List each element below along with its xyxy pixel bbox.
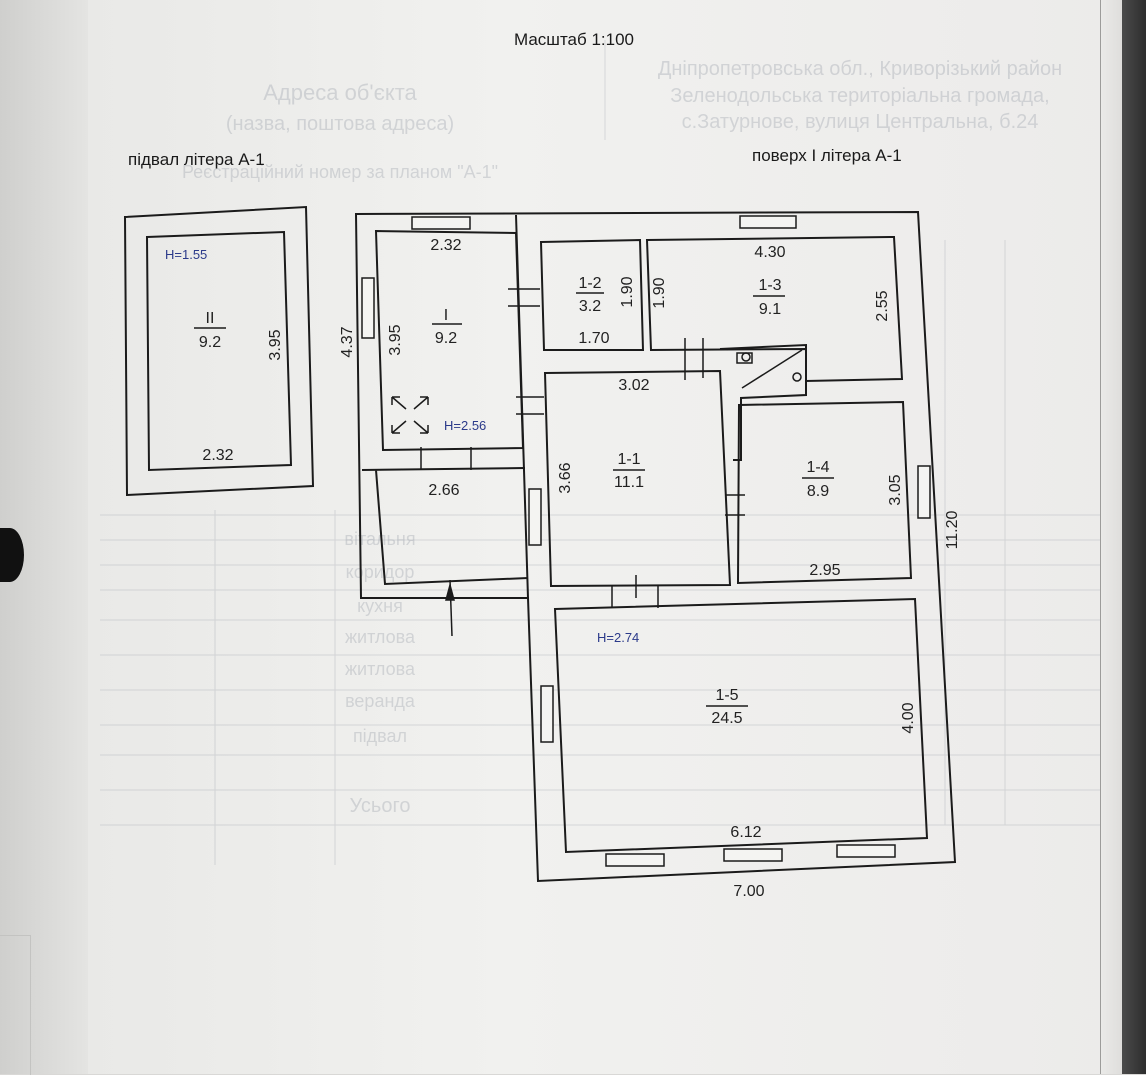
basement-bottom-dim: 2.32 bbox=[202, 447, 233, 464]
ghost-total: Усього bbox=[350, 795, 411, 817]
room-1-3-right-dim: 2.55 bbox=[874, 290, 891, 321]
overall-bottom-dim: 7.00 bbox=[733, 883, 764, 900]
overall-left-dim: 4.37 bbox=[339, 326, 356, 357]
scale-caption: Масштаб 1:100 bbox=[514, 30, 634, 49]
room-1-2-bottom-dim: 1.70 bbox=[578, 330, 609, 347]
room-1-4-bottom-dim: 2.95 bbox=[809, 562, 840, 579]
basement-side-dim: 3.95 bbox=[267, 329, 284, 360]
wall-room-1-1 bbox=[543, 369, 732, 588]
room-1-4-area: 8.9 bbox=[807, 483, 829, 500]
room-1-3-number: 1-3 bbox=[758, 277, 781, 294]
room-1-5-area: 24.5 bbox=[711, 710, 742, 727]
ghost-line-2: (назва, поштова адреса) bbox=[226, 113, 454, 135]
window bbox=[361, 277, 375, 339]
room-1-4-number: 1-4 bbox=[806, 459, 829, 476]
room-1-3-area: 9.1 bbox=[759, 301, 781, 318]
ghost-row-6: веранда bbox=[345, 691, 416, 711]
sheet-edge bbox=[1100, 0, 1123, 1074]
basement-inner-wall bbox=[145, 230, 293, 472]
window bbox=[605, 853, 665, 867]
overall-right-dim: 11.20 bbox=[944, 510, 961, 549]
window bbox=[917, 465, 931, 519]
wall-room-1-4 bbox=[736, 400, 913, 585]
window bbox=[723, 848, 783, 862]
window bbox=[528, 488, 542, 546]
wall-room-1-2 bbox=[539, 238, 645, 351]
floor-title: поверх І літера А-1 bbox=[752, 146, 902, 165]
room-I-top-dim: 2.32 bbox=[430, 237, 461, 254]
wall-porch bbox=[361, 467, 529, 586]
dark-background bbox=[1122, 0, 1146, 1074]
room-1-1-top-dim: 3.02 bbox=[618, 377, 649, 394]
basement-outer-wall bbox=[123, 205, 315, 497]
ghost-row-4: житлова bbox=[345, 627, 416, 647]
room-I-area: 9.2 bbox=[435, 330, 457, 347]
room-1-2-right-dim: 1.90 bbox=[619, 276, 636, 307]
room-1-5-bottom-dim: 6.12 bbox=[730, 824, 761, 841]
wall-room-1-5 bbox=[553, 597, 929, 854]
ghost-row-1: вітальня bbox=[344, 529, 415, 549]
ghost-row-2: коридор bbox=[346, 562, 415, 582]
room-I-left-dim: 3.95 bbox=[387, 324, 404, 355]
basement-height: H=1.55 bbox=[165, 247, 207, 262]
ghost-row-3: кухня bbox=[357, 596, 403, 616]
room-1-5-right-dim: 4.00 bbox=[900, 702, 917, 733]
window bbox=[836, 844, 896, 858]
room-1-4-right-dim: 3.05 bbox=[887, 474, 904, 505]
ghost-row-5: житлова bbox=[345, 659, 416, 679]
ghost-line-1: Адреса об'єкта bbox=[263, 80, 417, 105]
left-page-strip bbox=[0, 0, 88, 1075]
binder-clip bbox=[0, 528, 24, 582]
room-1-3-top-dim: 4.30 bbox=[754, 244, 785, 261]
windows bbox=[361, 215, 931, 867]
ghost-row-7: підвал bbox=[353, 726, 407, 746]
basement-title: підвал літера А-1 bbox=[128, 150, 265, 169]
floor-plan bbox=[354, 210, 957, 883]
outer-wall bbox=[354, 210, 957, 883]
fraction-bars bbox=[194, 292, 834, 707]
porch-width-dim: 2.66 bbox=[428, 482, 459, 499]
basement-room-number: II bbox=[206, 310, 215, 327]
room-1-1-number: 1-1 bbox=[617, 451, 640, 468]
room-I-height: H=2.56 bbox=[444, 418, 486, 433]
window bbox=[540, 685, 554, 743]
ghost-line-3: Дніпропетровська обл., Криворізький райо… bbox=[658, 58, 1062, 80]
room-1-2-area: 3.2 bbox=[579, 298, 601, 315]
door-openings bbox=[391, 288, 803, 637]
room-1-2-number: 1-2 bbox=[578, 275, 601, 292]
wall-bath bbox=[719, 343, 807, 461]
room-1-1-left-dim: 3.66 bbox=[557, 462, 574, 493]
basement-room-area: 9.2 bbox=[199, 334, 221, 351]
ghost-line-4: Зеленодольська територіальна громада, bbox=[670, 85, 1049, 107]
background-print: Адреса об'єкта (назва, поштова адреса) Д… bbox=[100, 40, 1100, 865]
paper-sheet bbox=[88, 0, 1122, 1074]
window bbox=[739, 215, 797, 229]
window bbox=[411, 216, 471, 230]
basement-plan bbox=[123, 205, 315, 497]
table-stub bbox=[0, 935, 31, 1075]
room-I-number: I bbox=[444, 307, 448, 324]
ghost-line-5: с.Затурнове, вулиця Центральна, б.24 bbox=[682, 111, 1039, 133]
ghost-line-6: Реєстраційний номер за планом "А-1" bbox=[182, 162, 498, 182]
room-1-5-number: 1-5 bbox=[715, 687, 738, 704]
room-1-1-area: 11.1 bbox=[614, 474, 644, 491]
room-1-3-left-dim: 1.90 bbox=[651, 277, 668, 308]
wall-spine bbox=[515, 214, 529, 599]
room-1-5-height: H=2.74 bbox=[597, 630, 639, 645]
